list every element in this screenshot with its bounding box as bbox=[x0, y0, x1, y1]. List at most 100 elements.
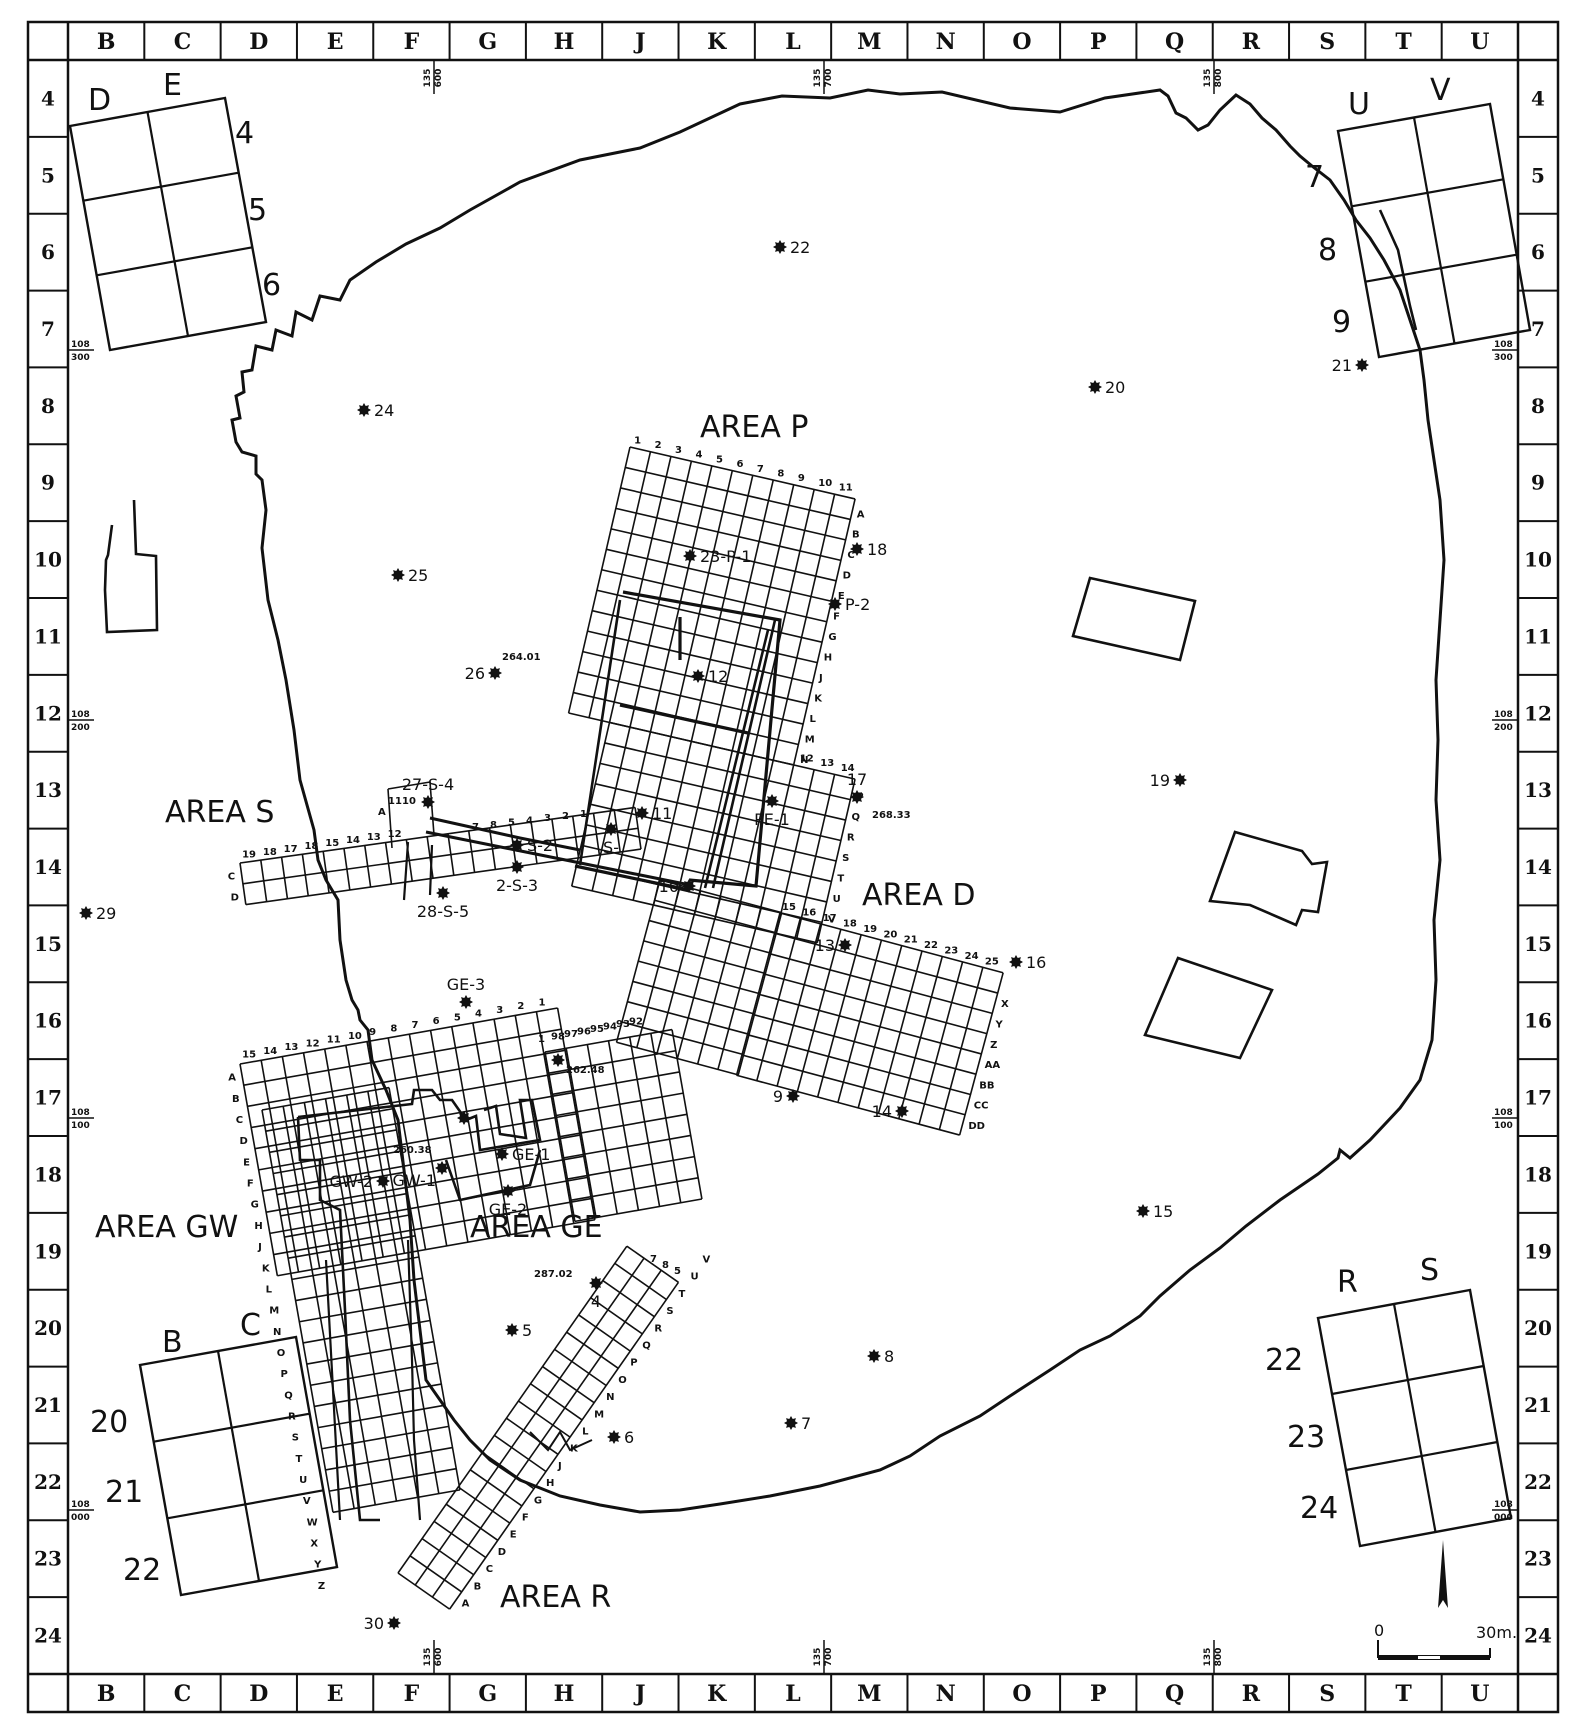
svg-text:L: L bbox=[810, 714, 817, 725]
well-label: 27-S-4 bbox=[402, 775, 454, 794]
row-label-right: 16 bbox=[1524, 1009, 1552, 1033]
svg-text:N: N bbox=[800, 755, 808, 766]
well-star-icon bbox=[510, 860, 524, 874]
well-label: 5 bbox=[522, 1321, 532, 1340]
building-outline bbox=[1143, 956, 1274, 1060]
well-star-icon bbox=[457, 1111, 471, 1125]
svg-text:W: W bbox=[307, 1517, 318, 1528]
column-label-top: F bbox=[404, 29, 420, 55]
well-label: 24 bbox=[374, 401, 394, 420]
svg-text:700: 700 bbox=[824, 1648, 834, 1667]
svg-text:E: E bbox=[243, 1157, 250, 1168]
well-marker: 18 bbox=[850, 540, 887, 559]
svg-text:8: 8 bbox=[777, 468, 784, 479]
svg-text:C: C bbox=[228, 871, 235, 882]
svg-text:Y: Y bbox=[995, 1019, 1004, 1030]
key-row-label: 8 bbox=[1318, 233, 1337, 268]
area-d-west-grid bbox=[615, 879, 783, 1076]
scale-zero-label: 0 bbox=[1374, 1621, 1384, 1640]
svg-text:108: 108 bbox=[1494, 710, 1513, 720]
svg-text:8: 8 bbox=[662, 1260, 669, 1271]
column-label-top: R bbox=[1242, 29, 1261, 55]
row-label-right: 13 bbox=[1524, 778, 1552, 802]
column-label-top: S bbox=[1319, 29, 1335, 55]
svg-text:B: B bbox=[474, 1581, 482, 1592]
area-label-s: AREA S bbox=[165, 795, 274, 830]
well-label: 19 bbox=[1150, 771, 1170, 790]
svg-text:A: A bbox=[378, 807, 386, 818]
svg-text:H: H bbox=[254, 1221, 262, 1232]
svg-text:BB: BB bbox=[979, 1080, 994, 1091]
well-marker: 19 bbox=[1150, 771, 1187, 790]
column-label-top: B bbox=[97, 29, 116, 55]
key-column-label: E bbox=[163, 68, 182, 103]
svg-text:G: G bbox=[251, 1200, 259, 1211]
row-label-right: 9 bbox=[1531, 471, 1545, 495]
key-row-label: 6 bbox=[262, 268, 281, 303]
well-label: 30 bbox=[364, 1614, 384, 1633]
svg-text:O: O bbox=[618, 1375, 627, 1386]
column-label-top: H bbox=[554, 29, 575, 55]
row-label-right: 22 bbox=[1524, 1470, 1552, 1494]
svg-text:X: X bbox=[310, 1539, 318, 1550]
well-star-icon bbox=[784, 1416, 798, 1430]
svg-text:200: 200 bbox=[71, 723, 90, 733]
svg-text:A: A bbox=[228, 1073, 236, 1084]
svg-text:14: 14 bbox=[346, 835, 360, 846]
row-label-left: 16 bbox=[34, 1009, 62, 1033]
well-label: 4 bbox=[591, 1292, 601, 1311]
well-label: 28-S-5 bbox=[417, 902, 469, 921]
svg-text:4: 4 bbox=[526, 815, 533, 826]
well-marker: 5 bbox=[505, 1321, 532, 1340]
svg-text:AA: AA bbox=[985, 1060, 1001, 1071]
svg-text:15: 15 bbox=[782, 902, 796, 913]
well-label: 20 bbox=[1105, 378, 1125, 397]
key-row-label: 20 bbox=[90, 1405, 128, 1440]
column-label-bottom: M bbox=[857, 1681, 881, 1707]
svg-text:1: 1 bbox=[634, 435, 641, 446]
well-star-icon bbox=[436, 886, 450, 900]
svg-text:135: 135 bbox=[813, 1648, 823, 1667]
well-label: 25 bbox=[408, 566, 428, 585]
svg-text:D: D bbox=[231, 892, 239, 903]
elevation-point: 262.48 bbox=[566, 1065, 605, 1076]
svg-text:17: 17 bbox=[823, 913, 837, 924]
svg-text:K: K bbox=[570, 1444, 579, 1455]
well-label: 17 bbox=[847, 770, 867, 789]
svg-text:C: C bbox=[486, 1564, 493, 1575]
svg-text:K: K bbox=[814, 693, 823, 704]
svg-text:U: U bbox=[833, 894, 841, 905]
svg-text:V: V bbox=[703, 1254, 711, 1265]
well-marker: 16 bbox=[1009, 953, 1046, 972]
svg-text:12: 12 bbox=[388, 829, 402, 840]
column-label-bottom: T bbox=[1395, 1681, 1412, 1707]
well-marker: P-2 bbox=[828, 595, 870, 614]
svg-text:21: 21 bbox=[904, 935, 918, 946]
well-marker: 21 bbox=[1332, 356, 1369, 375]
well-marker: 14 bbox=[872, 1102, 909, 1121]
row-label-right: 17 bbox=[1524, 1086, 1552, 1110]
svg-text:D: D bbox=[239, 1136, 247, 1147]
row-label-left: 12 bbox=[34, 701, 62, 725]
row-label-left: 24 bbox=[34, 1624, 62, 1648]
row-label-right: 19 bbox=[1524, 1239, 1552, 1263]
svg-text:100: 100 bbox=[71, 1121, 90, 1131]
svg-text:F: F bbox=[833, 612, 840, 623]
svg-text:108: 108 bbox=[1494, 1500, 1513, 1510]
well-label: 14 bbox=[872, 1102, 892, 1121]
column-label-top: G bbox=[478, 29, 497, 55]
well-label: 26 bbox=[465, 664, 485, 683]
svg-text:5: 5 bbox=[508, 818, 515, 829]
svg-text:108: 108 bbox=[71, 1500, 90, 1510]
row-label-left: 7 bbox=[41, 317, 55, 341]
svg-text:Z: Z bbox=[318, 1581, 325, 1592]
well-marker bbox=[551, 1053, 565, 1067]
column-label-top: K bbox=[707, 29, 727, 55]
well-marker: GW-1 bbox=[392, 1161, 449, 1190]
svg-text:24: 24 bbox=[965, 951, 979, 962]
row-label-left: 4 bbox=[41, 86, 55, 110]
svg-text:10: 10 bbox=[348, 1031, 362, 1042]
